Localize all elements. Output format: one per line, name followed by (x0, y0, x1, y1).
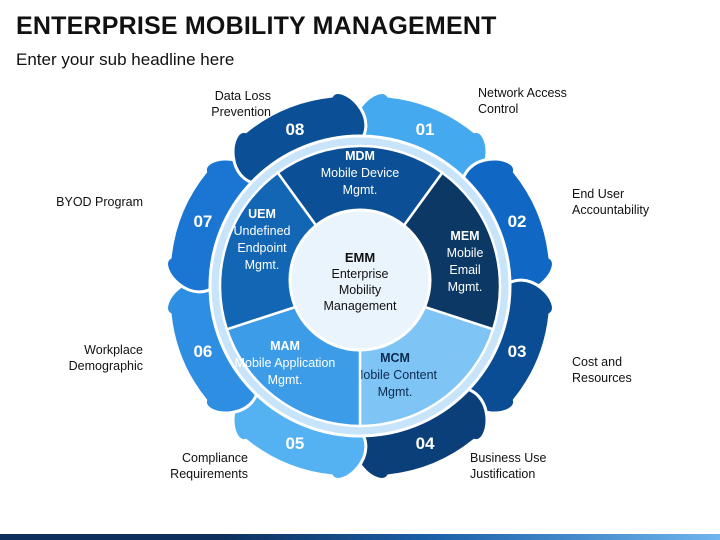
petal-label-06-line-2: Demographic (68, 359, 143, 373)
petal-label-05-line-1: Compliance (181, 451, 248, 465)
petal-number-03: 03 (508, 342, 527, 361)
segment-uem-line-1: Undefined (234, 224, 291, 238)
center-abbr: EMM (345, 250, 375, 265)
petal-label-07-line-1: BYOD Program (56, 195, 143, 209)
center-line-1: Enterprise (332, 267, 389, 281)
petal-label-07: BYOD Program (56, 194, 143, 210)
petal-label-02: End User Accountability (572, 186, 649, 218)
petal-number-08: 08 (285, 120, 304, 139)
petal-number-07: 07 (193, 212, 212, 231)
petal-label-03: Cost and Resources (572, 354, 632, 386)
segment-mdm-line-1: Mobile Device (321, 166, 400, 180)
page-title: ENTERPRISE MOBILITY MANAGEMENT (16, 12, 497, 40)
segment-mem-line-2: Email (449, 263, 480, 277)
petal-label-04-line-2: Justification (470, 467, 536, 481)
petal-label-08: Data Loss Prevention (211, 88, 271, 120)
petal-label-03-line-1: Cost and (572, 355, 623, 369)
segment-uem-abbr: UEM (248, 207, 276, 221)
segment-mcm-line-1: Mobile Content (353, 368, 438, 382)
petal-label-05-line-2: Requirements (170, 467, 248, 481)
petal-label-04: Business Use Justification (470, 450, 546, 482)
segment-uem-line-3: Mgmt. (245, 258, 280, 272)
petal-label-01: Network Access Control (478, 85, 567, 117)
segment-mam-line-1: Mobile Application (235, 356, 336, 370)
segment-mcm-line-2: Mgmt. (378, 385, 413, 399)
petal-label-08-line-2: Prevention (211, 105, 271, 119)
petals-layer: 01 02 03 04 05 06 07 08 (165, 91, 555, 481)
segment-mdm-abbr: MDM (345, 149, 375, 163)
petal-label-06-line-1: Workplace (84, 343, 143, 357)
petal-label-08-line-1: Data Loss (214, 89, 271, 103)
petal-label-05: Compliance Requirements (170, 450, 248, 482)
outer-ring-edge (208, 134, 512, 438)
petal-label-03-line-2: Resources (572, 371, 632, 385)
petal-label-06: Workplace Demographic (69, 342, 143, 374)
segment-mcm-abbr: MCM (380, 351, 410, 365)
segment-mam-line-2: Mgmt. (268, 373, 303, 387)
petal-number-02: 02 (508, 212, 527, 231)
segment-mem-line-1: Mobile (447, 246, 484, 260)
petal-label-01-line-1: Network Access (478, 86, 567, 100)
petal-number-06: 06 (193, 342, 212, 361)
segment-mdm-line-2: Mgmt. (343, 183, 378, 197)
segment-mem-line-3: Mgmt. (448, 280, 483, 294)
petal-label-02-line-2: Accountability (572, 203, 650, 217)
center-line-3: Management (324, 299, 397, 313)
segment-uem-line-2: Endpoint (237, 241, 287, 255)
center-circle (288, 208, 432, 352)
petal-label-02-line-1: End User (572, 187, 625, 201)
segment-mam-abbr: MAM (270, 339, 300, 353)
center-line-2: Mobility (339, 283, 382, 297)
petal-label-01-line-2: Control (478, 102, 519, 116)
page-subtitle: Enter your sub headline here (16, 50, 235, 69)
segment-mem-abbr: MEM (450, 229, 479, 243)
petal-number-01: 01 (416, 120, 435, 139)
petal-label-04-line-1: Business Use (470, 451, 547, 465)
petal-number-05: 05 (285, 434, 304, 453)
petal-08 (231, 91, 368, 186)
petal-number-04: 04 (416, 434, 435, 453)
footer-bar (0, 534, 720, 540)
